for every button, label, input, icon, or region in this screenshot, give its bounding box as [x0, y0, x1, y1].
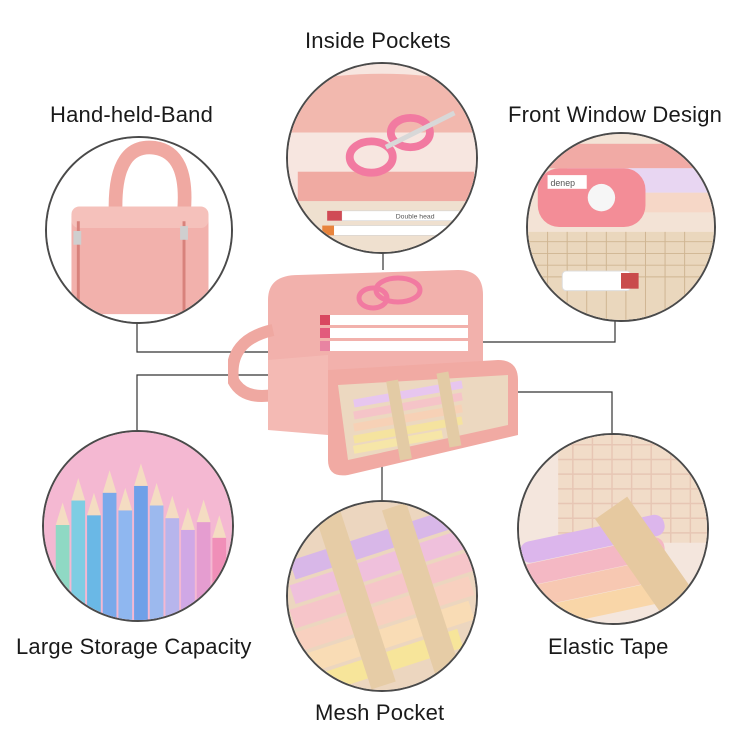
inside-pockets-image: Double head — [286, 62, 478, 254]
label-mesh-pocket: Mesh Pocket — [315, 700, 445, 725]
hand-held-band-image — [45, 136, 233, 324]
front-window-design-image: denep — [526, 132, 716, 322]
label-elastic-tape: Elastic Tape — [548, 634, 669, 659]
pen-label: Double head — [396, 214, 435, 221]
product-pencil-case — [226, 260, 528, 490]
elastic-tape-image — [517, 433, 709, 625]
label-large-storage-capacity: Large Storage Capacity — [16, 634, 252, 659]
large-storage-capacity-image — [42, 430, 234, 622]
label-inside-pockets: Inside Pockets — [305, 28, 451, 53]
label-hand-held-band: Hand-held-Band — [50, 102, 214, 127]
cutter-brand: denep — [551, 178, 576, 188]
label-front-window-design: Front Window Design — [508, 102, 723, 127]
mesh-pocket-image — [286, 500, 478, 692]
